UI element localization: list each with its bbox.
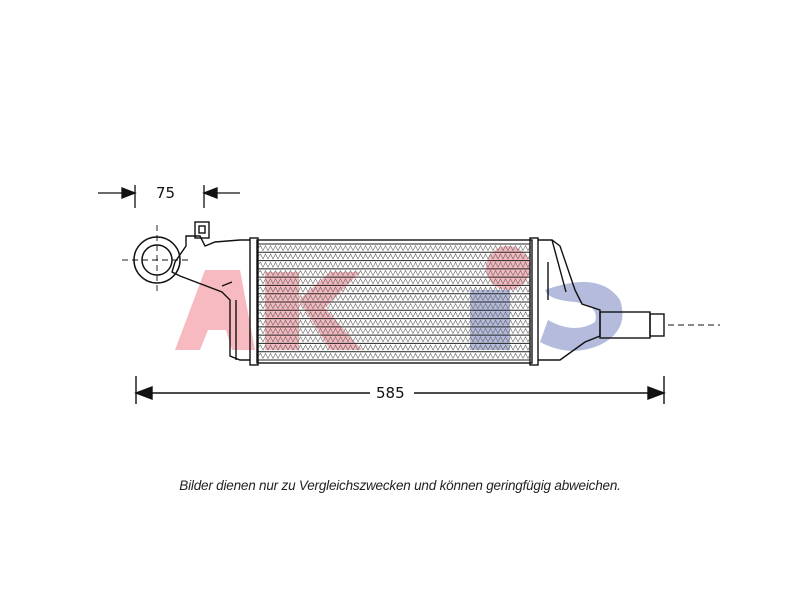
fin-wave <box>257 311 531 318</box>
left-tank <box>171 221 250 361</box>
round-inlet-pipe-icon <box>122 225 192 295</box>
fin-wave <box>257 302 531 310</box>
dimension-585 <box>134 376 666 404</box>
fin-wave <box>257 253 531 260</box>
fin-wave <box>257 336 531 343</box>
disclaimer-caption: Bilder dienen nur zu Vergleichszwecken u… <box>179 478 621 493</box>
fin-wave <box>257 261 531 268</box>
radiator-fins <box>257 243 531 361</box>
dimension-label-75: 75 <box>154 184 178 202</box>
radiator-core <box>256 239 533 364</box>
fin-wave <box>257 269 531 277</box>
fin-wave <box>257 278 531 285</box>
dimension-label-585: 585 <box>374 384 407 402</box>
fin-wave <box>257 352 531 360</box>
fin-wave <box>257 286 531 293</box>
fin-wave <box>257 327 531 335</box>
fin-wave <box>257 344 531 351</box>
outlet-pipe-icon <box>599 311 720 339</box>
fin-wave <box>257 319 531 326</box>
fin-wave <box>257 244 531 252</box>
right-tank <box>538 239 601 361</box>
core-side-plates <box>249 237 539 366</box>
dimension-75 <box>98 185 240 208</box>
fin-wave <box>257 294 531 302</box>
